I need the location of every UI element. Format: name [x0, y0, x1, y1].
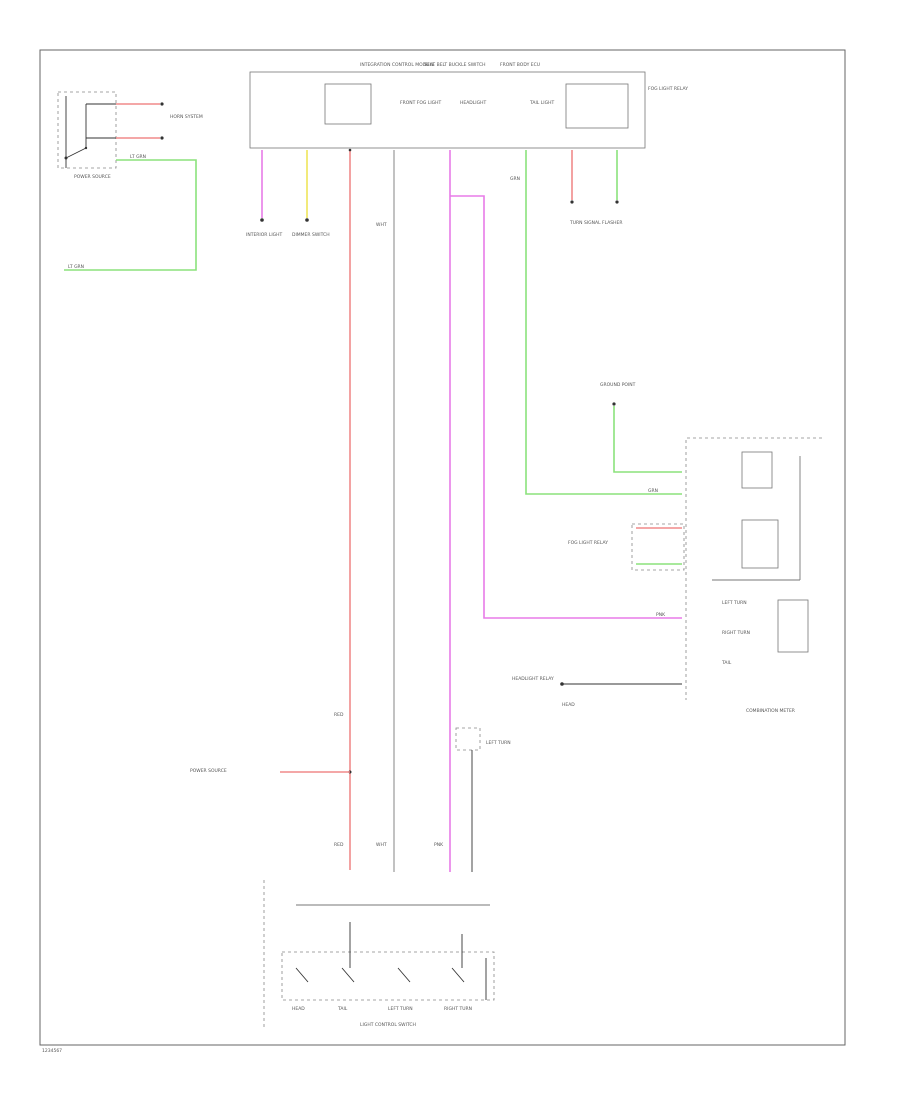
- fog-light-relay-label-2: FOG LIGHT RELAY: [568, 540, 608, 546]
- front-body-ecu-block: INTEGRATION CONTROL MODULE SEAT BELT BUC…: [249, 62, 688, 149]
- ecu-label-c: FRONT BODY ECU: [500, 62, 540, 68]
- left-turn-indicator: LEFT TURN: [722, 600, 747, 606]
- red-code-2: RED: [334, 842, 344, 848]
- left-turn-label: LEFT TURN: [486, 740, 511, 746]
- switch-head: HEAD: [292, 1006, 305, 1012]
- green-code-2: GRN: [648, 488, 658, 494]
- combination-meter-block: COMBINATION METER LEFT TURN RIGHT TURN T…: [685, 437, 822, 714]
- pink-code-1: PNK: [434, 842, 444, 848]
- horn-system-label: HORN SYSTEM: [170, 114, 203, 120]
- red-code-1: RED: [334, 712, 344, 718]
- page-code: 1234567: [42, 1048, 62, 1054]
- switch-left: LEFT TURN: [388, 1006, 413, 1012]
- ignition-switch-label: POWER SOURCE: [74, 174, 111, 180]
- combination-meter-label: COMBINATION METER: [746, 708, 795, 714]
- pink-code-2: PNK: [656, 612, 666, 618]
- headlight-relay-sub: HEAD: [562, 702, 575, 708]
- light-control-switch-block: LIGHT CONTROL SWITCH HEAD TAIL LEFT TURN…: [281, 904, 495, 1028]
- gauge-top-a: FRONT FOG LIGHT: [400, 100, 442, 106]
- ltgrn-code-1: LT GRN: [130, 154, 146, 160]
- switch-right: RIGHT TURN: [444, 1006, 472, 1012]
- ignition-switch-block: POWER SOURCE: [57, 91, 117, 180]
- diagram-frame: [39, 49, 846, 1046]
- interior-light-label: INTERIOR LIGHT: [246, 232, 283, 238]
- ecu-label-a: INTEGRATION CONTROL MODULE: [360, 62, 435, 68]
- turn-signal-flasher-label: TURN SIGNAL FLASHER: [569, 220, 623, 226]
- light-control-switch-label: LIGHT CONTROL SWITCH: [360, 1022, 416, 1028]
- gauge-top-c: TAIL LIGHT: [529, 100, 554, 106]
- right-turn-indicator: RIGHT TURN: [722, 630, 750, 636]
- ltgrn-code-2: LT GRN: [68, 264, 84, 270]
- fog-light-relay-label: FOG LIGHT RELAY: [648, 86, 688, 92]
- power-source-label-2: POWER SOURCE: [190, 768, 227, 774]
- white-code-1: WHT: [376, 842, 387, 848]
- ground-point-label: GROUND POINT: [600, 382, 636, 388]
- white-code-2: WHT: [376, 222, 387, 228]
- headlight-relay-label: HEADLIGHT RELAY: [512, 676, 554, 682]
- green-code-1: GRN: [510, 176, 520, 182]
- dimmer-switch-label: DIMMER SWITCH: [292, 232, 330, 238]
- gauge-top-b: HEADLIGHT: [460, 100, 486, 106]
- ecu-label-b: SEAT BELT BUCKLE SWITCH: [424, 62, 486, 68]
- tail-indicator: TAIL: [721, 660, 732, 666]
- switch-tail: TAIL: [337, 1006, 348, 1012]
